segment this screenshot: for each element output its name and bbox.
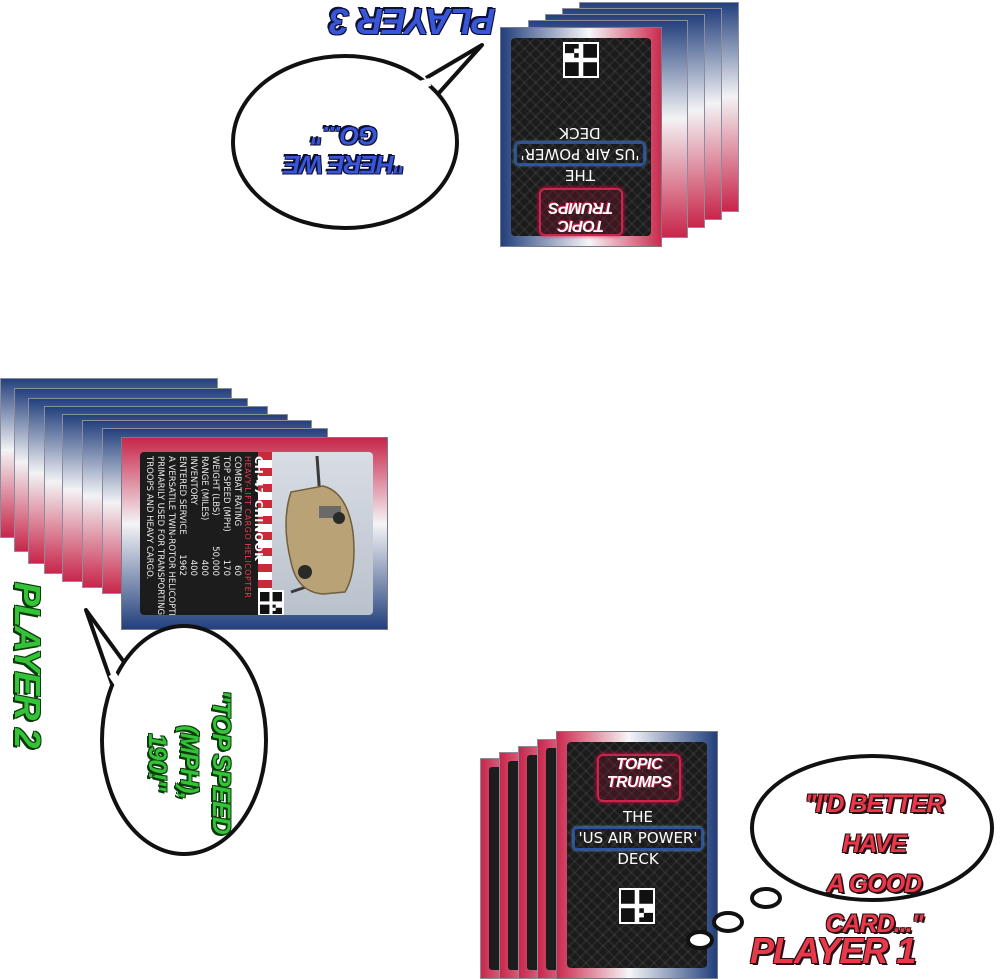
stat-card-inner: CH-47 CHINOOK HEAVY-LIFT CARGO HELICOPTE… xyxy=(140,452,373,615)
stat-value: 170 xyxy=(221,559,231,576)
player1-speech-line1: "I'D BETTER HAVE xyxy=(804,790,945,858)
deck-title-line2: 'US AIR POWER' xyxy=(572,827,704,850)
player2-played-card[interactable]: CH-47 CHINOOK HEAVY-LIFT CARGO HELICOPTE… xyxy=(121,437,388,630)
stat-row[interactable]: ENTERED SERVICE 1962 xyxy=(176,456,187,576)
stat-label: RANGE (MILES) xyxy=(199,456,209,521)
qr-code-icon xyxy=(619,888,655,924)
stat-label: COMBAT RATING xyxy=(232,456,242,527)
stat-value: 400 xyxy=(188,559,198,576)
player1-speech-line2: A GOOD CARD..." xyxy=(825,870,924,938)
stat-row[interactable]: WEIGHT (LBS) 50,000 xyxy=(209,456,220,576)
player3-label: PLAYER 3 xyxy=(330,1,496,42)
card-plate xyxy=(567,742,707,968)
deck-title: THE 'US AIR POWER' DECK xyxy=(507,123,653,184)
deck-title-line3: DECK xyxy=(559,124,601,142)
thought-bubble-shape xyxy=(686,754,994,950)
player2-speech-text: "TOP SPEED (MPH), 190!" xyxy=(141,667,237,857)
stat-value: 60 xyxy=(232,565,242,576)
logo-text-2: TRUMPS xyxy=(606,774,672,791)
deck-title-line3: DECK xyxy=(617,850,659,868)
stat-row[interactable]: INVENTORY 400 xyxy=(187,456,198,576)
stat-value: 50,000 xyxy=(210,546,220,576)
topic-trumps-logo: TOPIC TRUMPS xyxy=(597,754,681,802)
stat-label: WEIGHT (LBS) xyxy=(210,456,220,516)
player3-top-card[interactable]: TOPIC TRUMPS THE 'US AIR POWER' DECK xyxy=(500,27,662,247)
player3-speech-text: "HERE WE GO..." xyxy=(284,121,406,178)
player3-speech-bubble: "HERE WE GO..." xyxy=(230,42,492,232)
logo-text-1: TOPIC xyxy=(557,217,605,234)
aircraft-photo xyxy=(261,452,373,615)
stat-label: ENTERED SERVICE xyxy=(177,456,187,535)
qr-code-icon xyxy=(258,590,284,615)
card-description-3: TROOPS AND HEAVY CARGO. xyxy=(144,456,154,580)
stat-row[interactable]: RANGE (MILES) 400 xyxy=(198,456,209,576)
speech-bubble-shape xyxy=(231,43,484,230)
stat-row[interactable]: COMBAT RATING 60 xyxy=(231,456,242,576)
deck-title-line1: THE xyxy=(565,166,595,184)
card-title: CH-47 CHINOOK xyxy=(252,456,265,562)
qr-code-icon xyxy=(563,42,599,78)
us-flag-strip xyxy=(258,452,272,615)
stat-label: INVENTORY xyxy=(188,456,198,505)
stat-value: 400 xyxy=(199,559,209,576)
logo-text-1: TOPIC xyxy=(615,756,663,773)
player2-speech-bubble: "TOP SPEED (MPH), 190!" xyxy=(80,604,280,860)
card-subtitle: HEAVY-LIFT CARGO HELICOPTER xyxy=(243,456,252,599)
helicopter-icon xyxy=(285,455,355,595)
topic-trumps-logo: TOPIC TRUMPS xyxy=(539,188,623,236)
speech-bubble-shape xyxy=(84,608,268,856)
stat-value: 1962 xyxy=(177,554,187,576)
player1-thought-bubble: "I'D BETTER HAVE A GOOD CARD..." xyxy=(680,752,998,952)
player2-speech-line2: 190!" xyxy=(143,733,171,791)
player2-label: PLAYER 2 xyxy=(7,582,48,748)
card-stats: CH-47 CHINOOK HEAVY-LIFT CARGO HELICOPTE… xyxy=(143,456,265,615)
card-description-2: PRIMARILY USED FOR TRANSPORTING xyxy=(155,456,165,615)
deck-title-line1: THE xyxy=(623,808,653,826)
stat-label: TOP SPEED (MPH) xyxy=(221,456,231,532)
player1-label: PLAYER 1 xyxy=(750,930,916,971)
deck-title-line2: 'US AIR POWER' xyxy=(514,142,646,165)
card-description-1: A VERSATILE TWIN-ROTOR HELICOPTER xyxy=(166,456,176,615)
player1-speech-text: "I'D BETTER HAVE A GOOD CARD..." xyxy=(776,784,972,944)
player2-speech-line1: "TOP SPEED (MPH), xyxy=(175,690,235,834)
deck-title: THE 'US AIR POWER' DECK xyxy=(565,808,711,869)
stat-row[interactable]: TOP SPEED (MPH) 170 xyxy=(220,456,231,576)
logo-text-2: TRUMPS xyxy=(548,199,614,216)
